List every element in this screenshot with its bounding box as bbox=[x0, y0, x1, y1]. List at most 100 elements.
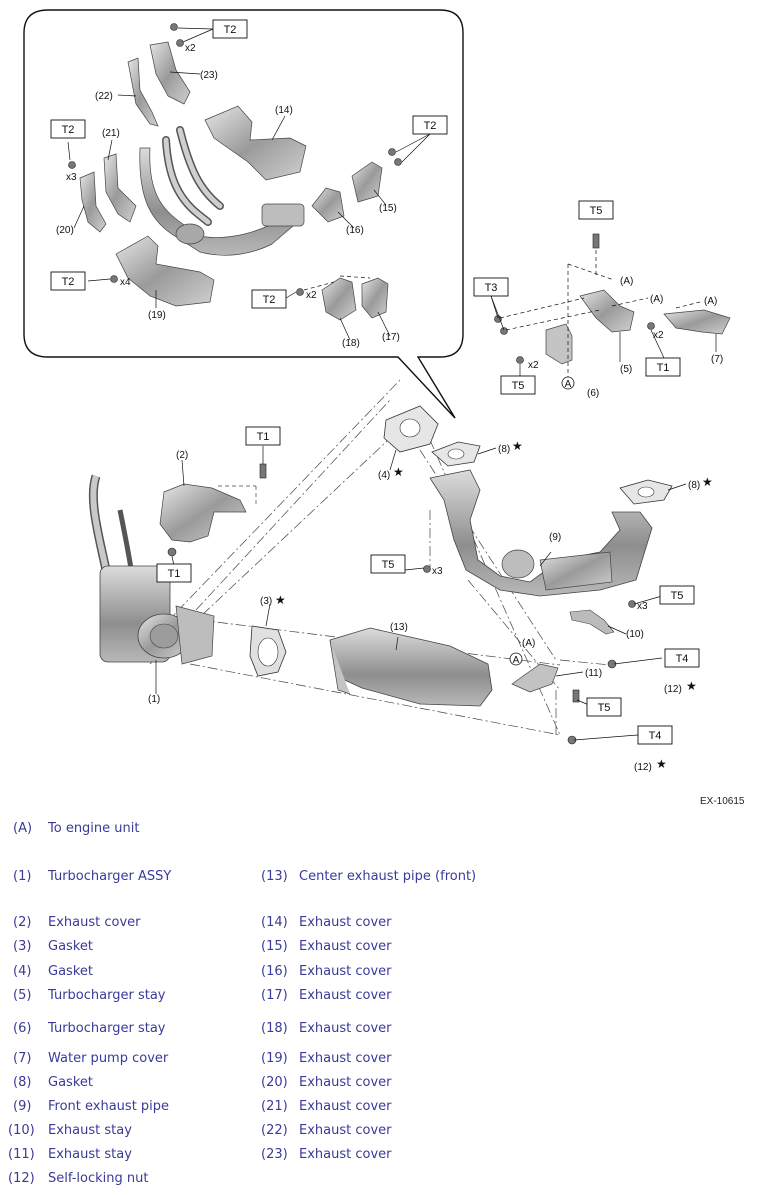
svg-text:T4: T4 bbox=[676, 653, 689, 665]
svg-text:x4: x4 bbox=[120, 277, 131, 288]
torque-box-t4-a: T4 bbox=[664, 648, 700, 668]
torque-box-t5-e: T5 bbox=[586, 697, 622, 717]
legend-text: Exhaust cover bbox=[299, 964, 392, 979]
exhaust-stay-11 bbox=[511, 663, 559, 693]
legend-number: (10) bbox=[8, 1123, 35, 1138]
torque-box-t1-c: T1 bbox=[156, 563, 192, 583]
legend-number: (14) bbox=[261, 915, 288, 930]
svg-text:(8): (8) bbox=[498, 444, 510, 455]
exhaust-cover-18 bbox=[321, 277, 357, 321]
svg-text:(16): (16) bbox=[346, 225, 364, 236]
legend-text: Exhaust cover bbox=[299, 1147, 392, 1162]
torque-box-t5-d: T5 bbox=[659, 585, 695, 605]
exhaust-cover-17 bbox=[361, 277, 389, 319]
reference-a-icon bbox=[509, 652, 523, 666]
torque-box-t2-c: T2 bbox=[412, 115, 448, 135]
legend-text: To engine unit bbox=[48, 821, 140, 836]
svg-text:T2: T2 bbox=[424, 120, 437, 132]
exhaust-cover-23 bbox=[149, 41, 191, 105]
svg-text:T2: T2 bbox=[263, 294, 276, 306]
svg-text:(15): (15) bbox=[379, 203, 397, 214]
torque-box-t4-b: T4 bbox=[637, 725, 673, 745]
exhaust-stay-10 bbox=[569, 609, 615, 635]
svg-text:T2: T2 bbox=[224, 24, 237, 36]
legend-text: Exhaust cover bbox=[299, 939, 392, 954]
front-exhaust-pipe-detail bbox=[139, 126, 305, 256]
figure-code: EX-10615 bbox=[700, 796, 745, 807]
torque-box-t5-b: T5 bbox=[500, 375, 536, 395]
legend-text: Gasket bbox=[48, 964, 93, 979]
svg-text:★: ★ bbox=[275, 593, 286, 607]
svg-text:T1: T1 bbox=[168, 568, 181, 580]
gasket-8-a bbox=[431, 441, 481, 467]
svg-text:★: ★ bbox=[702, 475, 713, 489]
legend-number: (9) bbox=[13, 1099, 32, 1114]
legend-text: Center exhaust pipe (front) bbox=[299, 869, 477, 884]
svg-text:x2: x2 bbox=[653, 330, 664, 341]
legend-number: (17) bbox=[261, 988, 288, 1003]
reference-a-icon bbox=[561, 376, 575, 390]
exhaust-cover-2 bbox=[159, 483, 247, 543]
svg-text:(11): (11) bbox=[585, 668, 602, 679]
legend-text: Exhaust cover bbox=[299, 1021, 392, 1036]
legend-number: (2) bbox=[13, 915, 32, 930]
torque-box-t2-d: T2 bbox=[50, 271, 86, 291]
torque-box-t2-a: T2 bbox=[212, 19, 248, 39]
legend-text: Turbocharger stay bbox=[48, 1021, 166, 1036]
legend-number: (18) bbox=[261, 1021, 288, 1036]
svg-text:★: ★ bbox=[393, 465, 404, 479]
legend-text: Front exhaust pipe bbox=[48, 1099, 170, 1114]
exhaust-cover-20 bbox=[79, 171, 107, 233]
svg-text:T1: T1 bbox=[657, 362, 670, 374]
legend-text: Turbocharger ASSY bbox=[48, 869, 172, 884]
legend-text: Exhaust cover bbox=[299, 915, 392, 930]
svg-text:(21): (21) bbox=[102, 128, 120, 139]
legend-number: (8) bbox=[13, 1075, 32, 1090]
legend-number: (6) bbox=[13, 1021, 32, 1036]
legend-number: (13) bbox=[261, 869, 288, 884]
torque-box-t2-e: T2 bbox=[251, 289, 287, 309]
legend-number: (1) bbox=[13, 869, 32, 884]
svg-text:A: A bbox=[565, 379, 572, 390]
legend-number: (23) bbox=[261, 1147, 288, 1162]
legend-text: Water pump cover bbox=[48, 1051, 169, 1066]
svg-text:(A): (A) bbox=[704, 296, 717, 307]
svg-text:(17): (17) bbox=[382, 332, 400, 343]
legend-number: (12) bbox=[8, 1171, 35, 1186]
svg-text:x3: x3 bbox=[66, 172, 77, 183]
legend-text: Exhaust stay bbox=[48, 1147, 132, 1162]
gasket-8-b bbox=[619, 479, 673, 505]
torque-box-t3: T3 bbox=[473, 277, 509, 297]
legend-text: Exhaust cover bbox=[299, 1051, 392, 1066]
svg-text:A: A bbox=[513, 655, 520, 666]
svg-text:x2: x2 bbox=[528, 360, 539, 371]
legend-number: (16) bbox=[261, 964, 288, 979]
legend-number: (22) bbox=[261, 1123, 288, 1138]
svg-text:(1): (1) bbox=[148, 694, 160, 705]
svg-text:(23): (23) bbox=[200, 70, 218, 81]
svg-text:(6): (6) bbox=[587, 388, 599, 399]
bolt-icons bbox=[68, 23, 402, 296]
legend-text: Exhaust cover bbox=[299, 1099, 392, 1114]
exhaust-cover-14 bbox=[204, 105, 307, 181]
torque-box-t1-b: T1 bbox=[245, 426, 281, 446]
svg-text:(8): (8) bbox=[688, 480, 700, 491]
svg-text:(18): (18) bbox=[342, 338, 360, 349]
legend-number: (20) bbox=[261, 1075, 288, 1090]
legend-number: (A) bbox=[13, 821, 33, 836]
exhaust-cover-22 bbox=[127, 57, 159, 127]
svg-text:★: ★ bbox=[512, 439, 523, 453]
svg-text:(10): (10) bbox=[626, 629, 644, 640]
svg-text:★: ★ bbox=[686, 679, 697, 693]
svg-text:(3): (3) bbox=[260, 596, 272, 607]
svg-text:T4: T4 bbox=[649, 730, 662, 742]
turbocharger-stay-5 bbox=[579, 289, 635, 333]
turbocharger-assy-1 bbox=[88, 474, 215, 665]
svg-text:x3: x3 bbox=[637, 601, 648, 612]
gasket-3 bbox=[249, 625, 287, 677]
legend-text: Exhaust stay bbox=[48, 1123, 132, 1138]
legend-text: Self-locking nut bbox=[48, 1171, 149, 1186]
torque-box-t5-a: T5 bbox=[578, 200, 614, 220]
svg-text:(A): (A) bbox=[522, 638, 535, 649]
legend-text: Exhaust cover bbox=[299, 1075, 392, 1090]
